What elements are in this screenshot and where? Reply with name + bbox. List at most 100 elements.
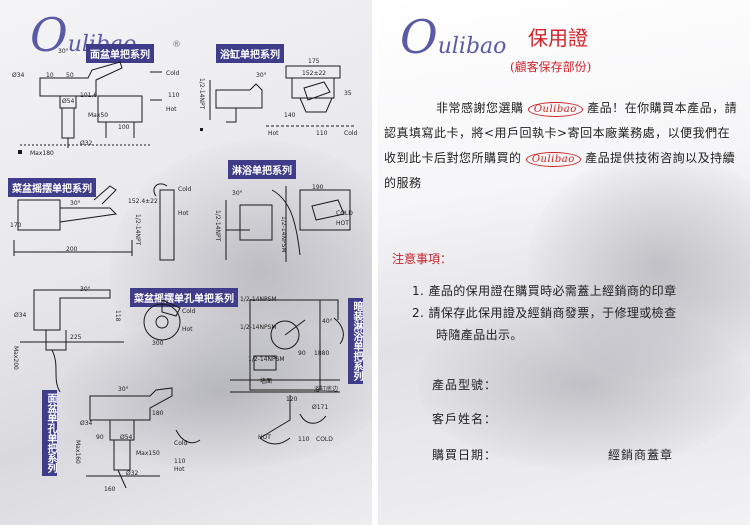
brand-logo: Oulibao: [400, 10, 507, 64]
dim-value: 180: [152, 410, 164, 417]
background-shade: [528, 150, 750, 380]
dim-cold: COLD: [336, 210, 353, 217]
dim-diameter: Ø34: [80, 420, 93, 427]
dim-hot: Hot: [178, 210, 189, 217]
dim-angle: 30°: [118, 386, 129, 393]
dim-angle: 30°: [256, 72, 267, 79]
dim-thread: 1/2-14NPT: [198, 78, 205, 110]
dim-value: 90: [298, 350, 306, 357]
dim-diameter: Ø32: [126, 470, 139, 477]
intro-text: 產品！在你購買本產品，請認真填寫此卡，將<用戶回執卡>寄回本廠業務處，以便我們在…: [384, 101, 738, 165]
notice-item-2: 2. 請保存此保用證及經銷商發票，于修理或檢查: [412, 306, 677, 320]
dim-value: 175: [308, 58, 320, 65]
dim-diameter: Ø54: [120, 434, 133, 441]
background-shade: [418, 300, 748, 470]
dim-max: Max160: [74, 440, 81, 464]
dim-hot: Hot: [174, 466, 185, 473]
dim-thread: 1/2-14NPSM: [240, 296, 277, 303]
dim-value: 170: [10, 222, 22, 229]
notice-title: 注意事項：: [392, 252, 453, 266]
dim-shower-base: 浴缸底边: [314, 386, 339, 393]
dim-value: 118: [114, 310, 121, 322]
dim-value: 152.4±22: [128, 198, 158, 205]
dim-value: 190: [312, 184, 324, 191]
dim-angle: 30°: [70, 200, 81, 207]
dim-hot: Hot: [268, 130, 279, 137]
dim-value: 10: [46, 72, 54, 79]
dim-thread: 1/2-14NPSM: [248, 356, 285, 363]
intro-paragraph: 非常感謝您選購 Oulibao 產品！在你購買本產品，請認真填寫此卡，將<用戶回…: [384, 96, 742, 196]
dim-wall: 墙面: [260, 378, 273, 385]
dim-hot: Hot: [166, 106, 177, 113]
warranty-subtitle: (顧客保存部份): [510, 60, 592, 74]
intro-text: 非常感謝您選購: [436, 101, 524, 115]
dim-cold: Cold: [178, 186, 192, 193]
dim-value: 110: [316, 130, 328, 137]
dim-angle: 30°: [80, 286, 91, 293]
dim-value: 300: [152, 340, 164, 347]
series-label-shower-single: 淋浴单把系列: [228, 160, 296, 179]
product-model-field: 產品型號：: [432, 378, 498, 392]
dim-thread: 1/2-14NPT: [134, 214, 141, 246]
series-label-basin-single-hole: 面盆单孔单把系列: [42, 390, 57, 476]
dim-cold: Cold: [182, 308, 196, 315]
dim-diameter: Ø34: [12, 72, 25, 79]
dim-angle: 40°: [322, 318, 333, 325]
warranty-title: 保用證: [528, 26, 588, 50]
dim-value: 110: [168, 92, 180, 99]
dim-value: 140: [284, 112, 296, 119]
background-shade: [110, 140, 372, 400]
series-label-bathtub-single: 浴缸单把系列: [216, 44, 284, 63]
dim-diameter: Ø34: [14, 312, 27, 319]
dim-hot: Hot: [182, 326, 193, 333]
dim-value: 50: [66, 72, 74, 79]
dim-diameter: Ø171: [312, 404, 329, 411]
page-gutter: [372, 0, 378, 525]
dim-value: 160: [104, 486, 116, 493]
dim-value: 152±22: [302, 70, 327, 77]
dealer-stamp-field: 經銷商蓋章: [608, 448, 674, 462]
customer-name-field: 客戶姓名：: [432, 412, 498, 426]
registered-mark: ®: [172, 40, 181, 50]
dim-angle: 30°: [232, 190, 243, 197]
warranty-card-page: Oulibao 保用證 (顧客保存部份) 非常感謝您選購 Oulibao 產品！…: [378, 0, 750, 525]
intro-text: 產品提供技術咨詢以及持續的服務: [384, 151, 736, 190]
dim-value: 110: [298, 436, 310, 443]
faucet-technical-drawings: [13, 61, 356, 489]
dim-thread: 1/2-14NPSM: [240, 324, 277, 331]
dim-angle: 30°: [58, 48, 69, 55]
series-label-vegetable-swing: 菜盆摇摆单把系列: [8, 178, 96, 197]
dim-value: 35: [344, 90, 352, 97]
dim-max: Max150: [136, 450, 160, 457]
dim-cold: Cold: [174, 440, 188, 447]
dim-value: 1880: [314, 350, 330, 357]
series-label-concealed-shower: 暗装淋浴单把系列: [348, 298, 363, 384]
dim-value: 101.6: [80, 92, 98, 99]
dim-value: 225: [70, 334, 82, 341]
dim-max: Max180: [30, 150, 54, 157]
dim-cold: COLD: [316, 436, 333, 443]
dim-max: Max50: [88, 112, 109, 119]
dim-value: 110: [174, 458, 186, 465]
dim-diameter: Ø54: [62, 98, 75, 105]
dim-value: 100: [118, 124, 130, 131]
dim-hot: HOT: [336, 220, 349, 227]
dim-thread: 1/2-14NPT: [214, 210, 221, 242]
dim-value: 120: [286, 396, 298, 403]
dim-cold: Cold: [166, 70, 180, 77]
dim-value: 200: [66, 246, 78, 253]
brand-badge: Oulibao: [525, 152, 581, 167]
series-label-vegetable-swing-hole: 菜盆摇摆单孔单把系列: [130, 288, 238, 307]
dim-thread: 1/2-14NPSM: [280, 216, 287, 253]
purchase-date-field: 購買日期：: [432, 448, 498, 462]
catalog-page: Oulibao ® 面盆单把系列 浴缸单把系列 淋浴单把系列 菜盆摇摆单把系列 …: [0, 0, 372, 525]
dim-max: Max200: [12, 346, 19, 370]
brand-badge: Oulibao: [527, 102, 583, 117]
notice-item-1: 1. 產品的保用證在購買時必需蓋上經銷商的印章: [412, 284, 677, 298]
dim-diameter: Ø32: [80, 140, 93, 147]
dim-hot: HOT: [258, 434, 271, 441]
notice-item-2-cont: 時隨產品出示。: [436, 328, 523, 342]
dim-value: 90: [96, 434, 104, 441]
dim-cold: Cold: [344, 130, 358, 137]
series-label-basin-single: 面盆单把系列: [86, 44, 154, 63]
